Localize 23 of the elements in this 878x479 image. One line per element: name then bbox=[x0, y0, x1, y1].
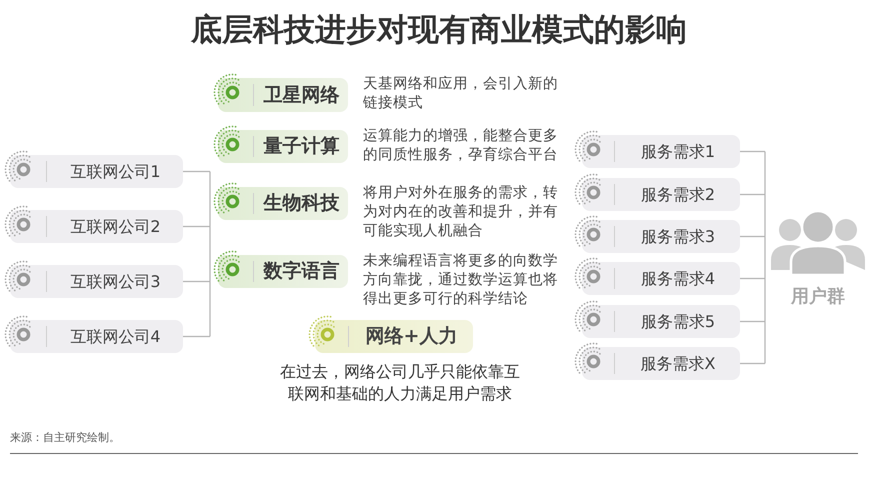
description-text: 未来编程语言将更多的向数学方向靠拢，通过数学运算也将得出更多可行的科学结论 bbox=[363, 252, 559, 309]
source-note: 来源：自主研究绘制。 bbox=[10, 430, 120, 445]
box-label: 互联网公司3 bbox=[70, 272, 161, 292]
box-label: 服务需求X bbox=[640, 354, 716, 374]
box-label: 卫星网络 bbox=[264, 84, 340, 106]
box-label: 服务需求1 bbox=[640, 142, 716, 162]
box-label: 网络+人力 bbox=[366, 325, 458, 348]
title: 底层科技进步对现有商业模式的影响 bbox=[191, 11, 687, 50]
box-label: 互联网公司2 bbox=[70, 216, 161, 236]
box-label: 数字语言 bbox=[264, 260, 340, 283]
box-label: 生物科技 bbox=[264, 192, 340, 215]
group-label: 用户群 bbox=[791, 286, 845, 308]
box-label: 服务需求3 bbox=[640, 226, 716, 246]
box-label: 互联网公司1 bbox=[70, 162, 161, 182]
box-label: 互联网公司4 bbox=[70, 326, 161, 346]
box-label: 服务需求2 bbox=[640, 184, 716, 204]
box-label: 量子计算 bbox=[264, 135, 340, 158]
box-label: 服务需求5 bbox=[640, 312, 716, 332]
description-text: 在过去，网络公司几乎只能依靠互联网和基础的人力满足用户需求 bbox=[279, 361, 521, 405]
box-label: 服务需求4 bbox=[640, 268, 716, 288]
description-text: 天基网络和应用，会引入新的链接模式 bbox=[363, 75, 559, 113]
description-text: 运算能力的增强，能整合更多的同质性服务，孕育综合平台 bbox=[363, 127, 559, 165]
description-text: 将用户对外在服务的需求，转为对内在的改善和提升，并有可能实现人机融合 bbox=[363, 184, 559, 241]
